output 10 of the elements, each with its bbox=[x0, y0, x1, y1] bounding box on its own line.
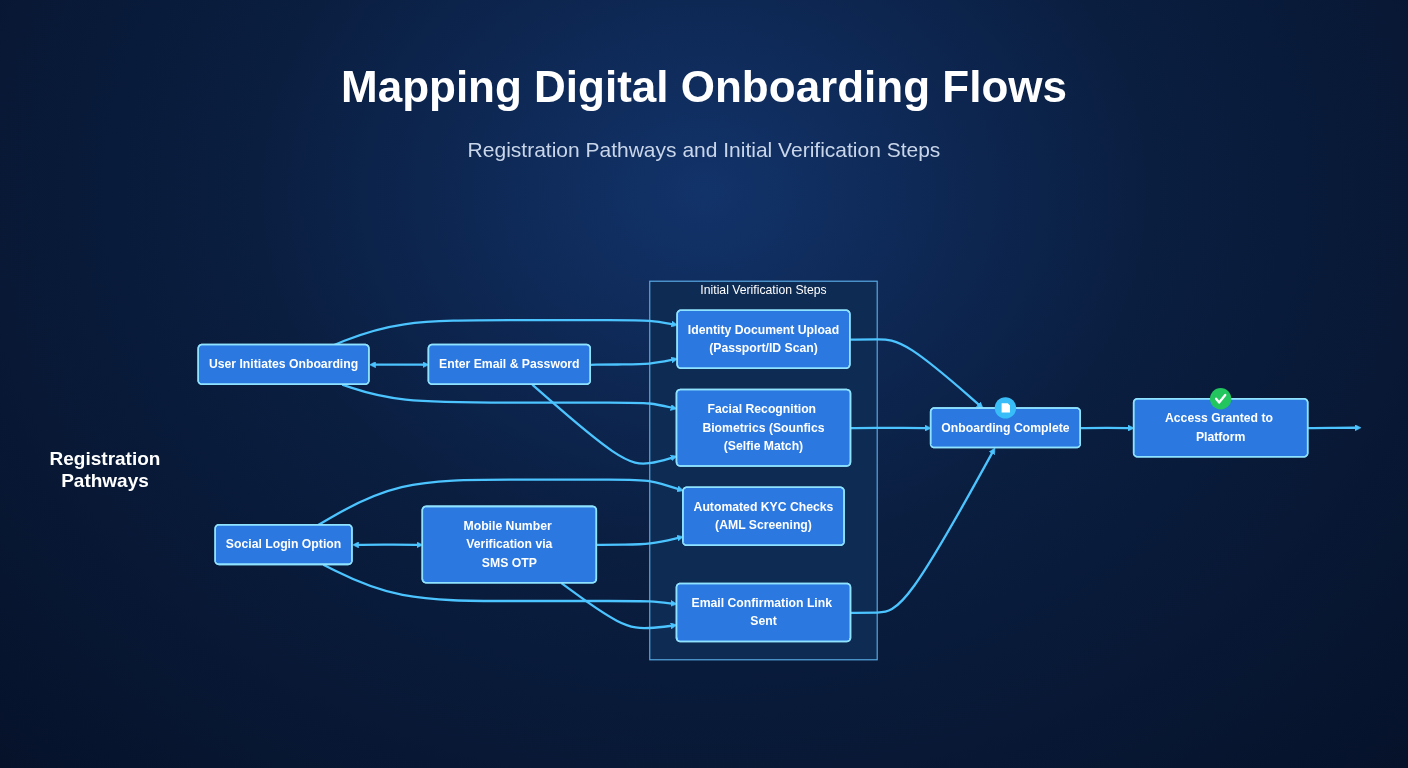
arrow bbox=[850, 447, 996, 614]
diagram-title: Mapping Digital Onboarding Flows bbox=[341, 62, 1067, 112]
group-label: Registration Pathways bbox=[48, 448, 162, 492]
arrow bbox=[590, 356, 678, 366]
arrow bbox=[333, 318, 678, 346]
arrow bbox=[317, 478, 684, 526]
arrow bbox=[850, 337, 984, 409]
arrow bbox=[352, 540, 423, 548]
subtitle: Registration Pathways and Initial Verification Steps bbox=[467, 138, 941, 162]
arrow bbox=[1308, 423, 1362, 431]
